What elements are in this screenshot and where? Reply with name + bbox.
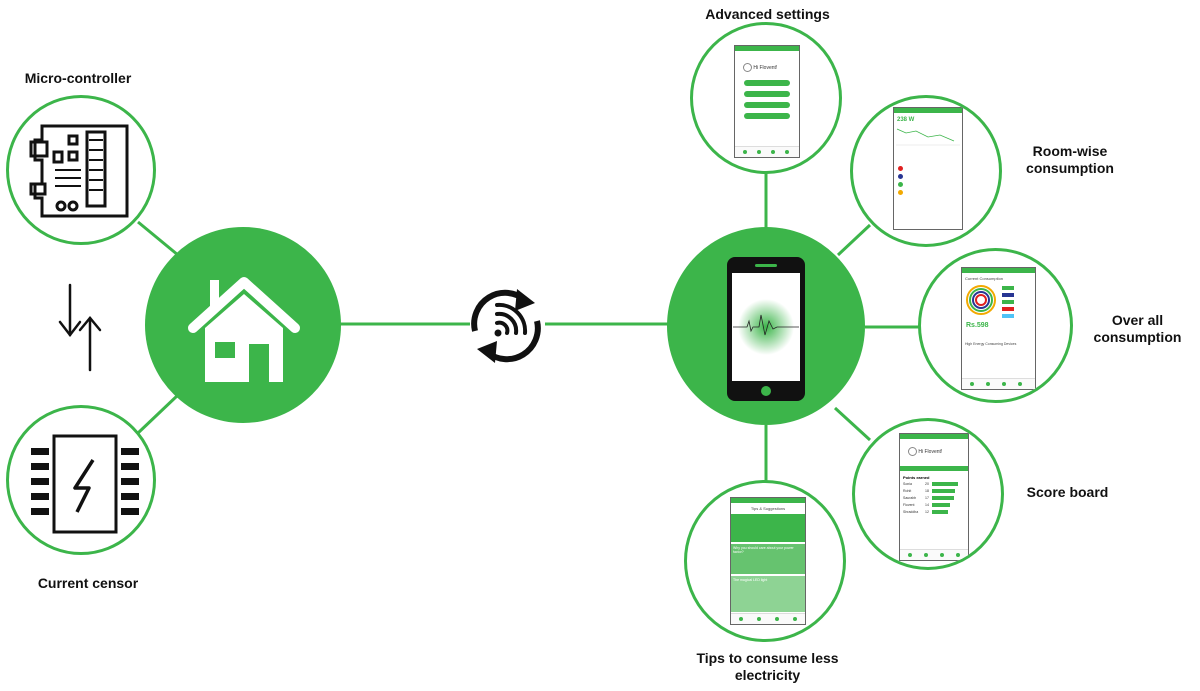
score-row-bar [932, 489, 955, 494]
over-all-node: Current Consumption Rs.598 High Energy C… [918, 248, 1073, 403]
house-icon [188, 277, 300, 382]
label-over-all: Over all consumption [1080, 312, 1195, 346]
score-row-name: Saurabh [903, 496, 917, 500]
bidirectional-arrows-icon [58, 283, 102, 372]
score-row: Flovent 14 [903, 503, 968, 510]
label-advanced-settings: Advanced settings [705, 6, 830, 22]
score-row-name: Rohit [903, 489, 912, 493]
current-censor-node [6, 405, 156, 555]
label-score-board: Score board [1026, 484, 1109, 500]
score-row-bar [932, 496, 954, 501]
micro-controller-node [6, 95, 156, 245]
sync-wireless-icon [471, 289, 541, 363]
score-row-bar [932, 503, 950, 508]
tip-item-2: The magical LED light [733, 578, 768, 582]
advanced-settings-node: Hi Flovent! [690, 22, 842, 174]
advanced-settings-screen: Hi Flovent! [734, 45, 800, 158]
overall-amount: Rs.598 [966, 322, 989, 329]
label-room-wise-line1: Room-wise [1032, 143, 1108, 159]
tips-node: Tips & Suggestions Why you should care a… [684, 480, 846, 642]
score-row-bar [932, 482, 958, 487]
room-reading: 238 W [897, 117, 915, 123]
room-trend-chart [896, 128, 960, 146]
label-over-all-line1: Over all [1111, 312, 1164, 328]
label-current-censor: Current censor [37, 575, 139, 591]
score-row: Sonia 20 [903, 482, 968, 489]
score-row-points: 18 [925, 489, 929, 493]
label-room-wise: Room-wise consumption [1010, 143, 1130, 177]
score-row: Shraddha 12 [903, 510, 968, 517]
overall-title: Current Consumption [965, 276, 1004, 281]
tips-title: Tips & Suggestions [750, 506, 786, 511]
smartphone-icon [727, 257, 805, 401]
advanced-greeting: Hi Flovent! [753, 64, 778, 71]
label-tips: Tips to consume less electricity [680, 650, 855, 684]
link-phone-to-room [836, 223, 872, 257]
home-hub [145, 227, 341, 423]
link-phone-to-score [833, 406, 872, 442]
score-row: Rohit 18 [903, 489, 968, 496]
label-tips-line1: Tips to consume less [696, 650, 839, 666]
chip-lightning-icon [31, 434, 139, 534]
score-row-name: Flovent [903, 503, 915, 507]
score-row-points: 17 [925, 496, 929, 500]
score-row-points: 12 [925, 510, 929, 514]
room-wise-node: 238 W [850, 95, 1002, 247]
label-micro-controller: Micro-controller [24, 70, 132, 86]
smartphone-hub [667, 227, 865, 425]
score-row-name: Sonia [903, 482, 912, 486]
over-all-screen: Current Consumption Rs.598 High Energy C… [961, 267, 1036, 390]
label-room-wise-line2: consumption [1026, 160, 1114, 176]
score-row-points: 20 [925, 482, 929, 486]
score-row-points: 14 [925, 503, 929, 507]
score-row: Saurabh 17 [903, 496, 968, 503]
room-wise-screen: 238 W [893, 107, 963, 230]
overall-subtitle: High Energy Consuming Devices [965, 342, 1017, 346]
label-over-all-line2: consumption [1093, 329, 1182, 345]
link-censor-to-home [136, 393, 180, 435]
score-row-bar [932, 510, 948, 515]
tip-item-1: Why you should care about your power fac… [733, 546, 794, 554]
score-row-name: Shraddha [903, 510, 919, 514]
score-heading: Points earned [903, 475, 930, 480]
score-greeting: Hi Flovent! [918, 448, 943, 455]
link-micro-to-home [137, 220, 179, 257]
tips-screen: Tips & Suggestions Why you should care a… [730, 497, 806, 625]
label-tips-line2: electricity [734, 667, 801, 683]
circuit-board-icon [29, 124, 129, 218]
overall-donut-chart [966, 285, 996, 315]
